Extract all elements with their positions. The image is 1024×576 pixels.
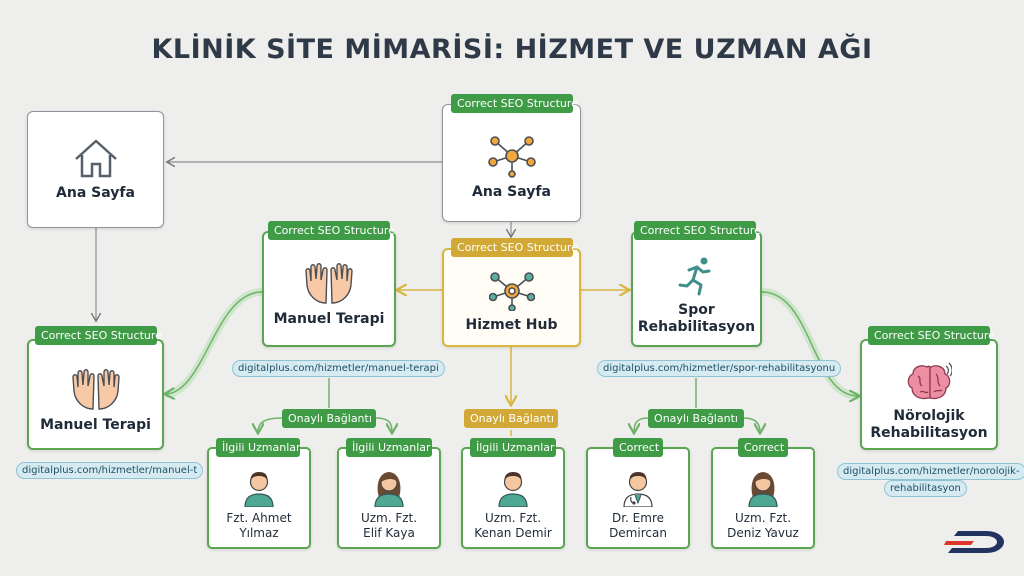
brand-logo-icon [944,531,1004,553]
doctor-icon [623,472,653,507]
specialist-card[interactable]: Uzm. Fzt.Deniz Yavuz [711,447,815,549]
manual-therapy-node-left[interactable]: Manuel Terapi [27,339,164,450]
correct-tag: Correct [613,438,663,457]
name-line: Elif Kaya [363,526,415,540]
house-icon [74,139,117,178]
node-label: Ana Sayfa [472,183,551,200]
specialist-name: Uzm. Fzt.Elif Kaya [361,511,417,541]
related-specialists-tag: İlgili Uzmanlar [470,438,556,457]
url-badge[interactable]: digitalplus.com/hizmetler/spor-rehabilit… [597,360,842,377]
related-specialists-tag: İlgili Uzmanlar [346,438,432,457]
specialist-name: Uzm. Fzt.Kenan Demir [474,511,552,541]
node-label: Manuel Terapi [273,310,385,327]
brain-icon [907,362,952,399]
name-line: Dr. Emre [611,511,665,525]
female-specialist-icon [748,472,778,507]
related-specialists-tag: İlgili Uzmanlar [216,438,301,457]
name-line: Demircan [609,526,667,540]
hub-network-icon [488,272,535,311]
name-line: Yılmaz [239,526,279,540]
label-line: Spor [678,302,715,318]
seo-tag: Correct SEO Structure [451,238,578,257]
name-line: Uzm. Fzt. [484,511,542,525]
hands-icon [305,262,353,304]
correct-tag: Correct [738,438,788,457]
home-page-node-center[interactable]: Ana Sayfa [442,104,581,222]
label-line: Rehabilitasyon [637,319,756,335]
male-specialist-icon [244,472,274,507]
network-icon [487,135,536,178]
seo-tag: Correct SEO Structure [268,221,395,240]
url-badge[interactable]: digitalplus.com/hizmetler/manuel-t [16,462,204,479]
seo-tag: Correct SEO Structure [451,94,578,113]
node-label: Hizmet Hub [465,317,558,333]
name-line: Deniz Yavuz [727,526,799,540]
label-line: Rehabilitasyon [870,424,988,441]
approved-link-tag: Onaylı Bağlantı [648,409,744,428]
seo-tag: Correct SEO Structure [868,326,995,345]
page-title: KLİNİK SİTE MİMARİSİ: HİZMET VE UZMAN AĞ… [151,34,873,65]
specialist-card[interactable]: Uzm. Fzt.Kenan Demir [461,447,565,549]
url-badge[interactable]: digitalplus.com/hizmetler/norolojik- [837,463,1024,480]
approved-link-tag: Onaylı Bağlantı [464,409,558,428]
url-badge[interactable]: digitalplus.com/hizmetler/manuel-terapi [232,360,445,377]
service-hub-node[interactable]: Hizmet Hub [442,248,581,347]
label-line: Nörolojik [893,407,965,424]
name-line: Uzm. Fzt. [734,511,792,525]
manual-therapy-node[interactable]: Manuel Terapi [262,231,396,347]
node-label: Manuel Terapi [40,417,151,433]
name-line: Fzt. Ahmet [226,511,292,525]
url-badge[interactable]: rehabilitasyon [884,480,967,497]
specialist-card[interactable]: Uzm. Fzt.Elif Kaya [337,447,441,549]
hands-icon [71,369,120,410]
seo-tag: Correct SEO Structure [634,221,761,240]
home-page-node-left[interactable]: Ana Sayfa [27,111,164,228]
node-label: Ana Sayfa [56,185,135,201]
female-specialist-icon [374,472,404,507]
seo-tag: Correct SEO Structure [35,326,162,345]
running-person-icon [678,257,710,296]
name-line: Uzm. Fzt. [360,511,418,525]
specialist-name: Uzm. Fzt.Deniz Yavuz [727,511,799,541]
name-line: Kenan Demir [474,526,552,540]
male-specialist-icon [498,472,528,507]
approved-link-tag: Onaylı Bağlantı [282,409,376,428]
